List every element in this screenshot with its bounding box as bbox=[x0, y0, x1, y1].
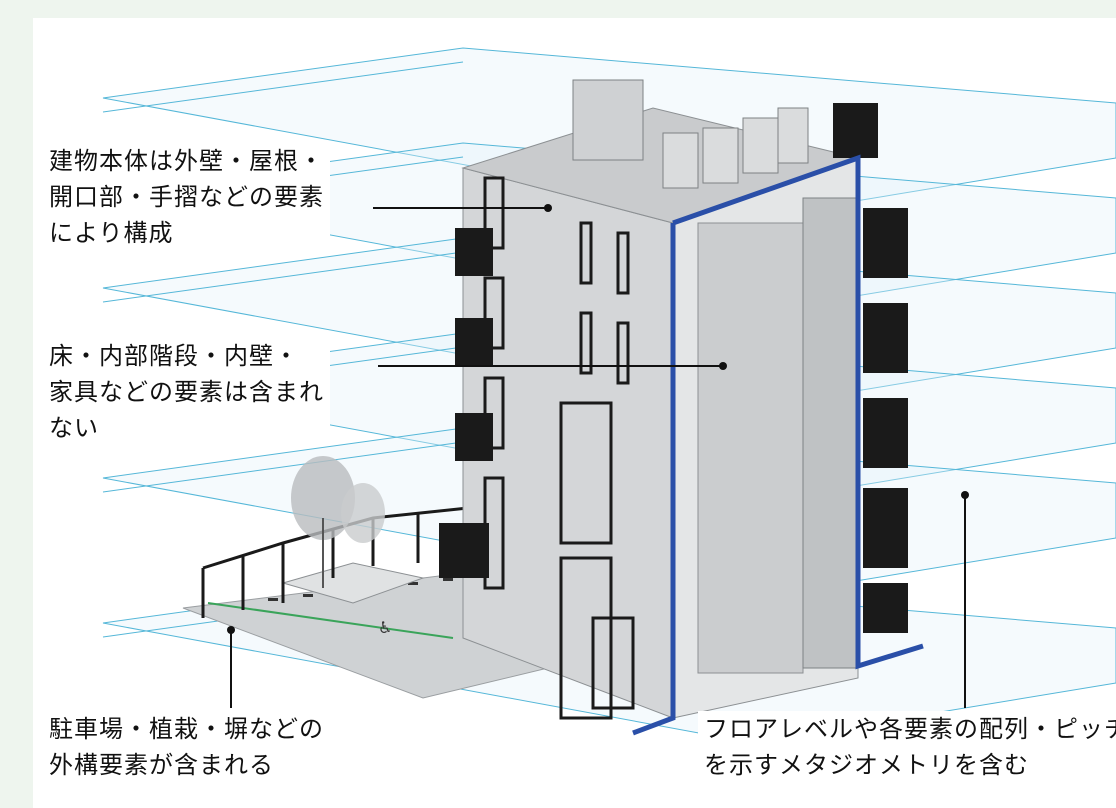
leader-exterior-dot bbox=[544, 204, 552, 212]
windows bbox=[483, 176, 635, 720]
leader-meta-dot bbox=[961, 491, 969, 499]
left-balconies bbox=[439, 228, 493, 578]
building-left-wall bbox=[462, 167, 674, 719]
annotation-exterior-line-2: 開口部・手摺などの要素 bbox=[49, 183, 324, 211]
annotation-interior-line-2: 家具などの要素は含まれ bbox=[49, 378, 324, 406]
annotation-site-line-1: 駐車場・植栽・塀などの bbox=[49, 715, 324, 743]
building-illustration: ♿ bbox=[102, 47, 1116, 744]
parking-symbol: ♿ bbox=[378, 618, 392, 637]
annotation-exterior-line-1: 建物本体は外壁・屋根・ bbox=[49, 147, 324, 175]
section-outline bbox=[672, 154, 924, 670]
annotation-site-line-2: 外構要素が含まれる bbox=[49, 751, 274, 779]
annotation-interior-line-1: 床・内部階段・内壁・ bbox=[49, 342, 299, 370]
level-plane-edge bbox=[102, 441, 464, 493]
leader-interior-dot bbox=[719, 362, 727, 370]
annotation-meta-line-1: フロアレベルや各要素の配列・ピッチ bbox=[704, 715, 1116, 743]
level-plane-edge bbox=[102, 251, 464, 303]
annotation-meta: フロアレベルや各要素の配列・ピッチ を示すメタジオメトリを含む bbox=[698, 711, 1116, 783]
section-outline-front bbox=[632, 223, 676, 736]
annotation-exterior-line-3: により構成 bbox=[49, 219, 174, 247]
leader-site-dot bbox=[227, 626, 235, 634]
annotation-interior-line-3: ない bbox=[49, 414, 99, 442]
roof-tower bbox=[572, 79, 644, 161]
annotation-meta-line-2: を示すメタジオメトリを含む bbox=[704, 751, 1029, 779]
planter-box bbox=[281, 562, 425, 604]
site-tree bbox=[291, 456, 385, 588]
roof-equipment bbox=[662, 107, 809, 189]
level-plane-edge bbox=[102, 61, 464, 113]
diagram-frame: ♿ bbox=[33, 18, 1116, 808]
annotation-interior: 床・内部階段・内壁・ 家具などの要素は含まれ ない bbox=[43, 338, 330, 446]
annotation-exterior: 建物本体は外壁・屋根・ 開口部・手摺などの要素 により構成 bbox=[43, 143, 330, 251]
inner-section-block bbox=[697, 222, 804, 674]
annotation-site: 駐車場・植栽・塀などの 外構要素が含まれる bbox=[43, 711, 330, 783]
exterior-stair bbox=[833, 103, 908, 633]
parking-green-line bbox=[207, 602, 454, 639]
rear-column bbox=[802, 197, 859, 669]
